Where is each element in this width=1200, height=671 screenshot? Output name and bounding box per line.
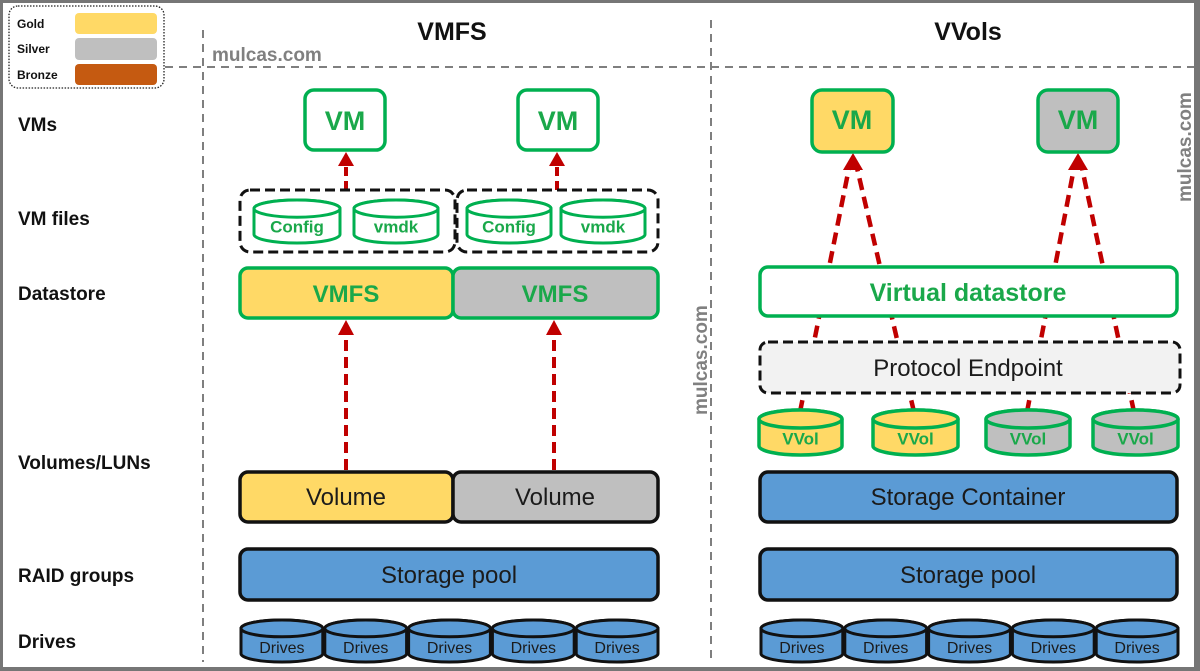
drive-cylinder: Drives [927, 618, 1012, 664]
drive-cylinder-label: Drives [343, 640, 388, 657]
storage-pool-label: Storage pool [381, 562, 517, 589]
storage-pool-label: Storage pool [900, 562, 1036, 589]
row-label-drives: Drives [18, 632, 76, 653]
row-label-vm-files: VM files [18, 209, 90, 230]
vm-file-cylinder: Config [252, 198, 342, 245]
drive-cylinder-label: Drives [1114, 640, 1159, 657]
vvols-storage-pool: Storage pool [758, 547, 1179, 602]
vmfs-volume-silver: Volume [451, 470, 660, 524]
drive-cylinder-label: Drives [594, 640, 639, 657]
vmfs-arrows [344, 164, 559, 470]
arrowhead-icon [549, 152, 565, 166]
watermark-middle: mulcas.com [691, 305, 712, 415]
arrowhead-icon [546, 320, 562, 335]
virtual-datastore: Virtual datastore [758, 265, 1179, 318]
vvol-cylinder: VVol [1091, 408, 1180, 457]
vvol-cylinder: VVol [757, 408, 844, 457]
vvols-column-title: VVols [934, 18, 1002, 46]
legend-swatch-silver [75, 38, 157, 60]
vmfs-datastore-silver: VMFS [451, 266, 660, 320]
vvol-cylinder: VVol [871, 408, 960, 457]
row-label-raid-groups: RAID groups [18, 566, 134, 587]
drive-cylinder-label: Drives [947, 640, 992, 657]
vm-file-cylinder-label: vmdk [581, 218, 626, 237]
vvols-vm-silver: VM [1036, 88, 1120, 154]
row-label-datastore: Datastore [18, 284, 106, 305]
drive-cylinder: Drives [239, 618, 325, 664]
drive-cylinder: Drives [323, 618, 409, 664]
vm-label: VM [832, 105, 873, 135]
vm-label: VM [1058, 105, 1099, 135]
storage-container-label: Storage Container [871, 484, 1066, 511]
legend-label-bronze: Bronze [17, 68, 58, 82]
legend-label-gold: Gold [17, 17, 44, 31]
vm-file-cylinder-label: Config [482, 218, 536, 237]
vm-label: VM [325, 106, 366, 136]
drive-cylinder: Drives [490, 618, 576, 664]
watermark-top: mulcas.com [212, 45, 322, 66]
drive-cylinder: Drives [1010, 618, 1096, 664]
arrowhead-icon [843, 153, 863, 170]
vvol-cylinder-label: VVol [1117, 430, 1154, 449]
vvol-cylinder: VVol [984, 408, 1072, 457]
vvol-cylinder-label: VVol [782, 430, 819, 449]
row-label-vms: VMs [18, 115, 57, 136]
storage-container: Storage Container [758, 470, 1179, 524]
protocol-endpoint-label: Protocol Endpoint [873, 355, 1063, 382]
vmfs-vm-files: Config vmdk Config vmdk [252, 198, 647, 245]
legend: Gold Silver Bronze [8, 5, 165, 89]
legend-label-silver: Silver [17, 42, 50, 56]
arrowhead-icon [1068, 153, 1088, 170]
vmfs-vm-1: VM [303, 88, 387, 152]
vm-label: VM [538, 106, 579, 136]
vm-file-cylinder: vmdk [352, 198, 440, 245]
drive-cylinder-label: Drives [779, 640, 824, 657]
legend-swatch-bronze [75, 64, 157, 85]
protocol-endpoint: Protocol Endpoint [758, 340, 1182, 395]
drive-cylinder-label: Drives [259, 640, 304, 657]
vmfs-vm-2: VM [516, 88, 600, 152]
datastore-label: VMFS [522, 281, 589, 308]
drive-cylinder: Drives [407, 618, 492, 664]
volume-label: Volume [306, 484, 386, 511]
vmfs-storage-pool: Storage pool [238, 547, 660, 602]
vmfs-arrowheads [338, 152, 565, 335]
drive-cylinder-label: Drives [427, 640, 472, 657]
virtual-datastore-label: Virtual datastore [870, 279, 1067, 307]
drive-cylinder: Drives [1094, 618, 1180, 664]
arrowhead-icon [338, 320, 354, 335]
drive-cylinder: Drives [574, 618, 660, 664]
datastore-label: VMFS [313, 281, 380, 308]
vm-file-cylinder-label: Config [270, 218, 324, 237]
vvol-cylinder-label: VVol [1010, 430, 1047, 449]
vmfs-datastore-gold: VMFS [238, 266, 455, 320]
legend-swatch-gold [75, 13, 157, 34]
drive-cylinder: Drives [759, 618, 845, 664]
vvols-drives: Drives Drives Drives Drives Drives [759, 618, 1180, 664]
drive-cylinder-label: Drives [511, 640, 556, 657]
vm-file-cylinder-label: vmdk [374, 218, 419, 237]
drive-cylinder: Drives [843, 618, 929, 664]
row-label-volumes-luns: Volumes/LUNs [18, 453, 151, 474]
vmfs-column-title: VMFS [417, 18, 486, 46]
vvol-cylinder-label: VVol [897, 430, 934, 449]
vvols-vm-gold: VM [810, 88, 895, 154]
arrowhead-icon [338, 152, 354, 166]
watermark-right: mulcas.com [1175, 92, 1196, 202]
drive-cylinder-label: Drives [863, 640, 908, 657]
vvol-cylinders: VVol VVol VVol VVol [757, 408, 1180, 457]
vm-file-cylinder: vmdk [559, 198, 647, 245]
vmfs-drives: Drives Drives Drives Drives Drives [239, 618, 660, 664]
vvols-arrowheads [843, 153, 1088, 170]
vm-file-cylinder: Config [465, 198, 553, 245]
drive-cylinder-label: Drives [1031, 640, 1076, 657]
vmfs-volume-gold: Volume [238, 470, 455, 524]
volume-label: Volume [515, 484, 595, 511]
